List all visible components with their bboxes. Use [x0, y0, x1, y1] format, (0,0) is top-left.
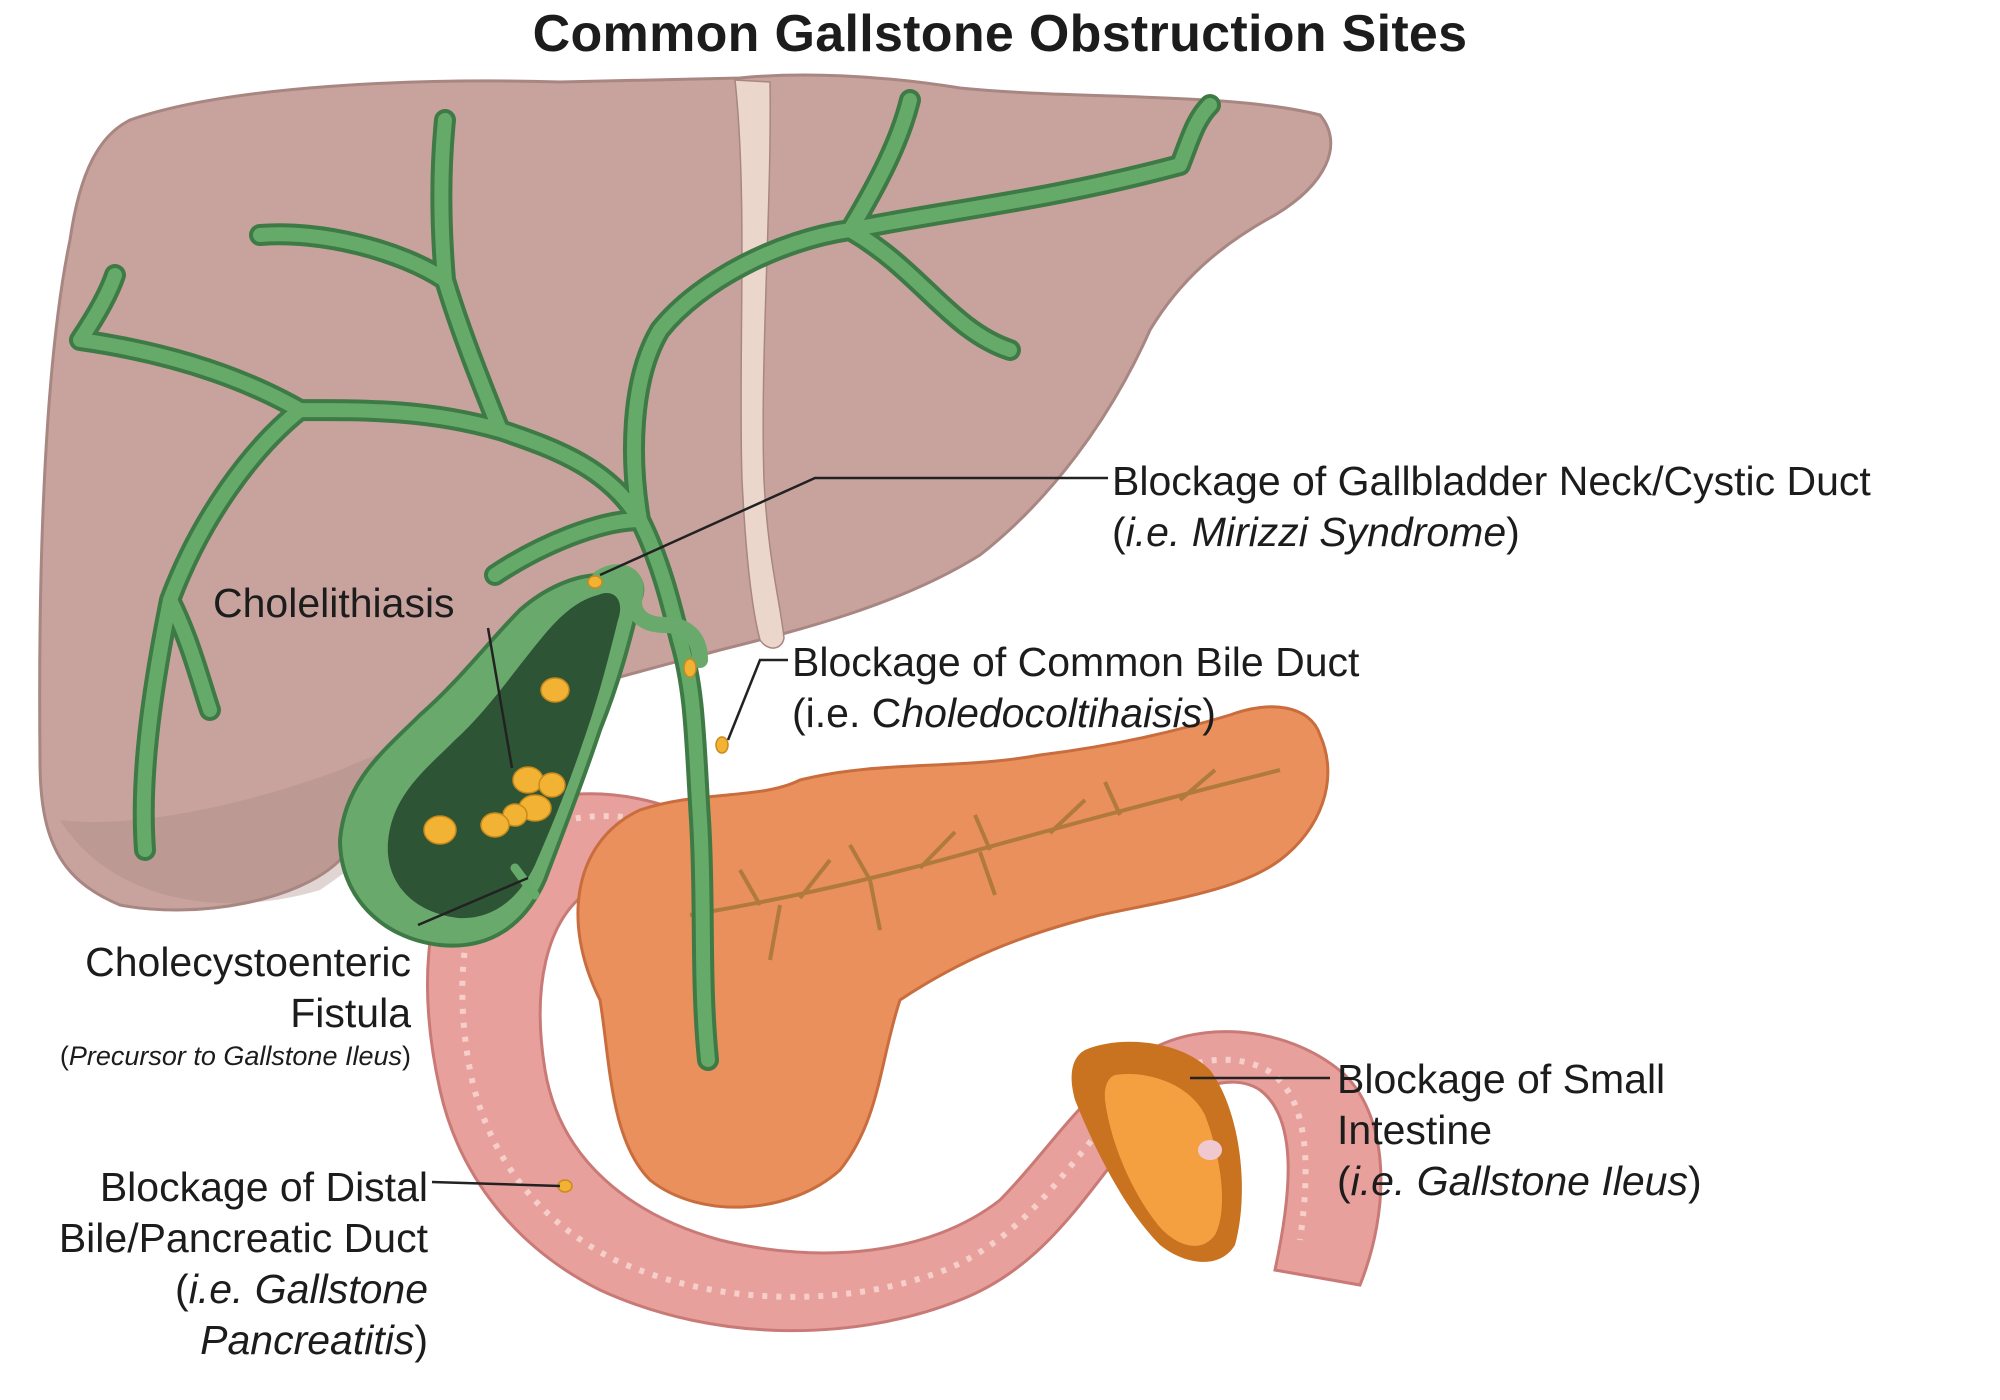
bile-duct-tree: [69, 89, 1221, 1071]
gallstone-ileus: [1071, 1041, 1242, 1262]
label-cbd-blockage: Blockage of Common Bile Duct (i.e. Chole…: [792, 639, 1360, 736]
gallstone: [540, 677, 570, 703]
leader-fistula: [417, 876, 529, 927]
gallstone: [557, 1179, 573, 1193]
gallstone: [512, 766, 544, 794]
gallstone: [683, 658, 697, 678]
diagram-title: Common Gallstone Obstruction Sites: [532, 5, 1468, 63]
gallstone: [587, 575, 603, 589]
liver: [38, 73, 1333, 912]
label-cystic-duct-blockage: Blockage of Gallbladder Neck/Cystic Duct…: [1112, 458, 1871, 555]
label-cholelithiasis: Cholelithiasis: [213, 580, 455, 626]
label-distal-duct-blockage: Blockage of Distal Bile/Pancreatic Duct …: [58, 1164, 428, 1363]
fistula-tract: [510, 863, 540, 900]
leader-cystic-duct: [599, 476, 1108, 577]
label-small-intestine-blockage: Blockage of Small Intestine (i.e. Gallst…: [1337, 1056, 1702, 1204]
leader-cbd: [726, 658, 788, 741]
gallstones: [423, 575, 729, 1193]
label-cholecystoenteric-fistula: Cholecystoenteric Fistula (Precursor to …: [59, 939, 411, 1071]
leader-lines: [417, 476, 1330, 1188]
gallstone: [715, 736, 729, 754]
gallstone: [538, 772, 566, 798]
leader-cholelithiasis: [486, 627, 514, 769]
pancreas: [576, 705, 1330, 1209]
leader-distal: [431, 1180, 561, 1188]
ileus-highlight: [1198, 1140, 1222, 1160]
gallstone: [423, 815, 457, 845]
gallstone: [480, 812, 510, 838]
